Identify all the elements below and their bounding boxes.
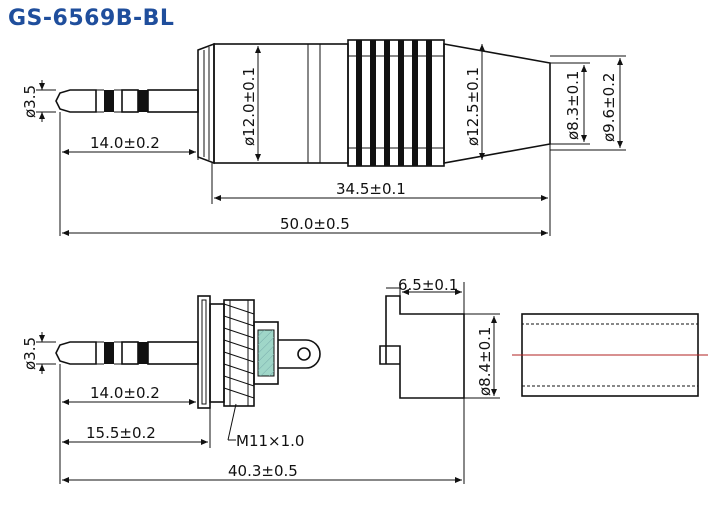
dim-plug-dia-top: ø3.5	[21, 80, 56, 122]
flange	[197, 42, 215, 165]
dim-total-len-bottom: 40.3±0.5	[62, 398, 465, 484]
dim-tip-len-bottom: 14.0±0.2	[59, 364, 199, 484]
dim-clamp-dia: ø8.4±0.1	[464, 313, 500, 399]
svg-text:ø8.4±0.1: ø8.4±0.1	[476, 327, 494, 396]
plug-tip-bottom	[55, 341, 199, 365]
svg-text:50.0±0.5: 50.0±0.5	[280, 215, 350, 233]
dim-total-len-top: 50.0±0.5	[62, 215, 548, 236]
svg-text:6.5±0.1: 6.5±0.1	[398, 276, 458, 294]
svg-text:ø12.5±0.1: ø12.5±0.1	[464, 67, 482, 146]
dim-body-dia: ø12.0±0.1	[240, 46, 261, 161]
dim-thread-callout: M11×1.0	[227, 403, 304, 450]
dim-tip-len-top: 14.0±0.2	[59, 112, 199, 236]
svg-text:40.3±0.5: 40.3±0.5	[228, 462, 298, 480]
bottom-view: ø3.5 14.0±0.2 15.5±0.2 M11×1.0 6.5±0.1	[21, 276, 708, 484]
plug-tip	[55, 89, 199, 113]
svg-text:34.5±0.1: 34.5±0.1	[336, 180, 406, 198]
dim-plug-dia-bottom: ø3.5	[21, 332, 56, 374]
svg-text:14.0±0.2: 14.0±0.2	[90, 384, 160, 402]
svg-text:ø8.3±0.1: ø8.3±0.1	[564, 71, 582, 140]
part-number-title: GS-6569B-BL	[8, 6, 175, 31]
dim-clamp-len: 6.5±0.1	[386, 276, 465, 314]
dim-grip-dia: ø12.5±0.1	[464, 44, 485, 160]
svg-text:ø9.6±0.2: ø9.6±0.2	[600, 73, 618, 142]
thread	[223, 299, 255, 407]
svg-text:ø3.5: ø3.5	[21, 337, 39, 370]
dim-tail-dia-outer: ø9.6±0.2	[550, 55, 626, 151]
dim-body-len: 34.5±0.1	[211, 144, 551, 236]
dim-tail-dia-inner: ø8.3±0.1	[550, 62, 590, 145]
svg-text:M11×1.0: M11×1.0	[236, 432, 304, 450]
flange-bottom	[197, 295, 225, 409]
insulator	[253, 321, 279, 385]
svg-text:ø3.5: ø3.5	[21, 85, 39, 118]
tapered-tail	[443, 43, 551, 164]
svg-text:15.5±0.2: 15.5±0.2	[86, 424, 156, 442]
main-body	[213, 43, 349, 164]
sleeve	[512, 313, 708, 397]
svg-text:ø12.0±0.1: ø12.0±0.1	[240, 67, 258, 146]
top-view: ø3.5 14.0±0.2 ø12.0±0.1 ø12.5±0.1 ø8.3±0…	[21, 39, 626, 236]
knurled-grip	[347, 39, 445, 167]
dim-thread-start: 15.5±0.2	[62, 408, 211, 448]
svg-text:14.0±0.2: 14.0±0.2	[90, 134, 160, 152]
solder-lug	[278, 339, 321, 369]
cable-clamp	[379, 295, 465, 399]
